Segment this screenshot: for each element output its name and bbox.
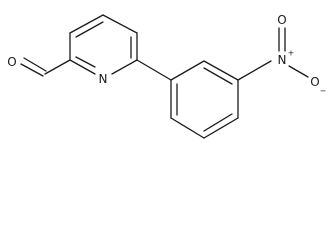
nitro-nitrogen-label: N [278,53,287,67]
pyridine-nitrogen-label: N [99,72,108,86]
bond-benz-c3-nitro-n [237,60,272,81]
bond-nitro-n-o-bottom [288,65,309,78]
bond-biaryl [136,59,172,81]
benzene-ring [170,60,239,139]
nitro-oxygen-bottom-label: O [310,75,319,89]
bond-pyr-c4-c5 [102,14,138,34]
bond-aldehyde-c-o-2 [23,57,47,72]
bond-pyr-c3-c4 [69,14,104,34]
bond-aldehyde-c-ring [44,59,71,75]
pyridine-ring: N [69,14,138,86]
nitro-oxygen-top-label: O [277,13,286,27]
bond-aldehyde-c-o-1 [20,63,44,77]
bond-benz-c5-c6 [170,117,205,139]
bond-pyr-n-c2-inner [75,56,96,68]
nitro-minus-charge: − [320,87,327,96]
bond-benz-c1-c2 [170,60,205,81]
bond-pyr-n-c2 [69,59,96,75]
nitro-group: N + O O − [237,13,327,96]
aldehyde-oxygen-label: O [7,55,16,69]
bond-pyr-c3-c4-inner [75,21,104,38]
bond-benz-c2-c3-inner [203,67,233,85]
molecule-structure-diagram: O N N + O O − [7,13,327,139]
aldehyde-group: O [7,55,71,77]
bond-benz-c4-c5 [203,117,239,139]
bond-pyr-c6-n [111,59,138,75]
bond-benz-c2-c3 [203,60,239,81]
nitro-plus-charge: + [288,49,295,58]
bond-benz-c4-c5-inner [203,113,233,132]
